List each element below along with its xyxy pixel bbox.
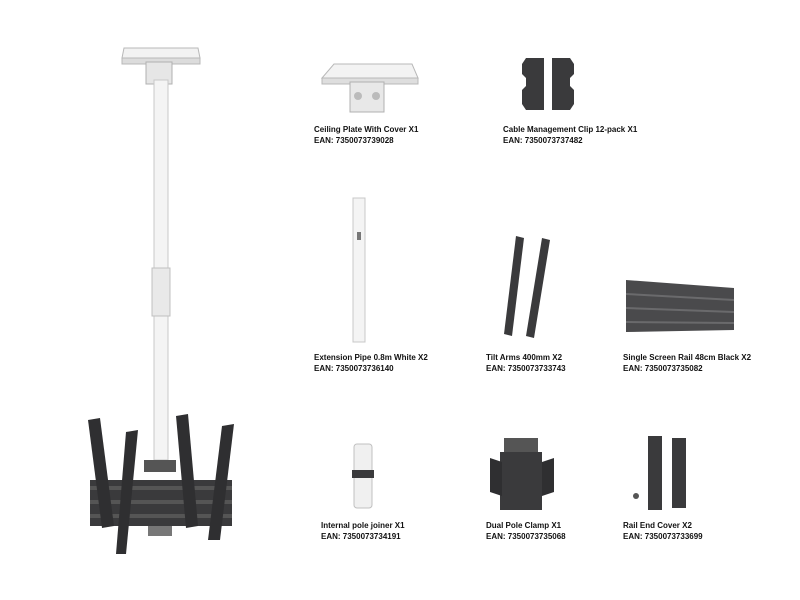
cable-clip-image — [522, 58, 574, 110]
product-ean: EAN: 7350073733743 — [486, 364, 566, 373]
product-name: Single Screen Rail 48cm Black X2 — [623, 353, 752, 362]
product-name: Dual Pole Clamp X1 — [486, 521, 562, 530]
product-ean: EAN: 7350073735068 — [486, 532, 566, 541]
product-ean: EAN: 7350073734191 — [321, 532, 401, 541]
product-caption: Rail End Cover X2 EAN: 7350073733699 — [623, 520, 703, 542]
product-caption: Dual Pole Clamp X1 EAN: 7350073735068 — [486, 520, 566, 542]
product-caption: Extension Pipe 0.8m White X2 EAN: 735007… — [314, 352, 428, 374]
product-ean: EAN: 7350073735082 — [623, 364, 703, 373]
product-name: Cable Management Clip 12-pack X1 — [503, 125, 638, 134]
product-caption: Cable Management Clip 12-pack X1 EAN: 73… — [503, 124, 637, 146]
product-ean: EAN: 7350073733699 — [623, 532, 703, 541]
product-name: Ceiling Plate With Cover X1 — [314, 125, 419, 134]
product-name: Tilt Arms 400mm X2 — [486, 353, 563, 362]
extension-pipe-image — [352, 197, 366, 343]
tilt-arms-image — [504, 236, 550, 338]
assembled-ceiling-mount-image — [88, 47, 234, 554]
product-caption: Tilt Arms 400mm X2 EAN: 7350073733743 — [486, 352, 566, 374]
product-ean: EAN: 7350073739028 — [314, 136, 394, 145]
ceiling-plate-image — [320, 63, 419, 113]
product-caption: Internal pole joiner X1 EAN: 73500737341… — [321, 520, 405, 542]
product-caption: Ceiling Plate With Cover X1 EAN: 7350073… — [314, 124, 418, 146]
dual-pole-clamp-image — [490, 438, 554, 510]
product-caption: Single Screen Rail 48cm Black X2 EAN: 73… — [623, 352, 751, 374]
screen-rail-image — [625, 280, 735, 332]
product-ean: EAN: 7350073736140 — [314, 364, 394, 373]
product-name: Rail End Cover X2 — [623, 521, 692, 530]
rail-end-cover-image — [633, 436, 686, 510]
product-name: Internal pole joiner X1 — [321, 521, 405, 530]
product-ean: EAN: 7350073737482 — [503, 136, 583, 145]
product-name: Extension Pipe 0.8m White X2 — [314, 353, 428, 362]
pole-joiner-image — [352, 443, 374, 509]
